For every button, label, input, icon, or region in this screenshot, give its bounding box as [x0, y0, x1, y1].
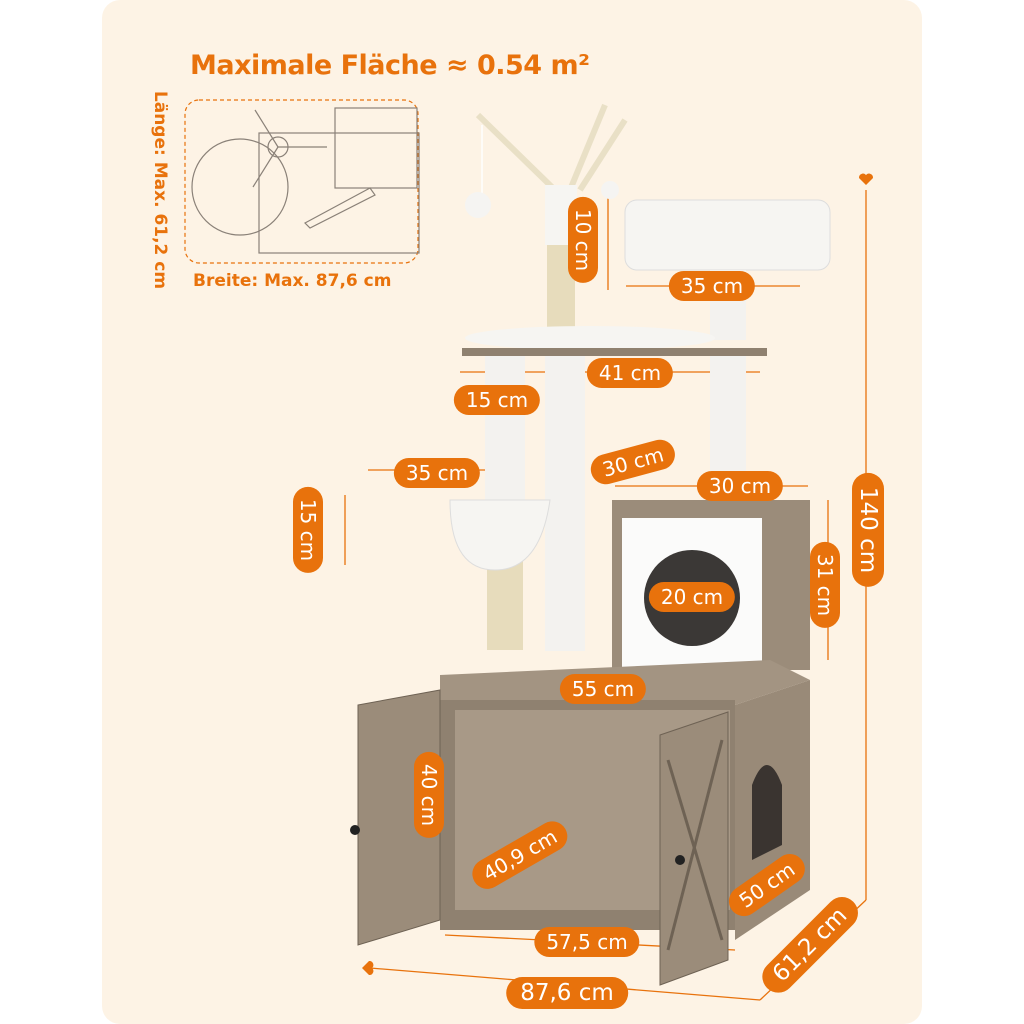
dim-condo-hole: 20 cm	[648, 582, 736, 612]
dim-cabinet-inner-width: 57,5 cm	[534, 927, 640, 957]
footprint-width-label: Breite: Max. 87,6 cm	[193, 271, 392, 291]
dim-top-bed-width: 35 cm	[668, 271, 756, 301]
heart-marker-icon	[858, 173, 874, 185]
page-title: Maximale Fläche ≈ 0.54 m²	[190, 50, 590, 81]
dim-platform-width: 41 cm	[586, 358, 674, 388]
heart-marker-icon	[362, 960, 374, 976]
dim-condo-width: 30 cm	[696, 471, 784, 501]
dim-platform-offset: 15 cm	[453, 385, 541, 415]
dim-cabinet-inner-height: 40 cm	[414, 751, 444, 839]
footprint-diagram	[184, 99, 420, 264]
dim-basket-height: 15 cm	[293, 486, 323, 574]
dim-total-height: 140 cm	[852, 472, 884, 588]
dim-condo-height: 31 cm	[810, 541, 840, 629]
dim-cabinet-top-width: 55 cm	[559, 674, 647, 704]
dim-total-width: 87,6 cm	[506, 977, 628, 1009]
dim-basket-width: 35 cm	[393, 458, 481, 488]
dim-top-post-height: 10 cm	[568, 196, 598, 284]
